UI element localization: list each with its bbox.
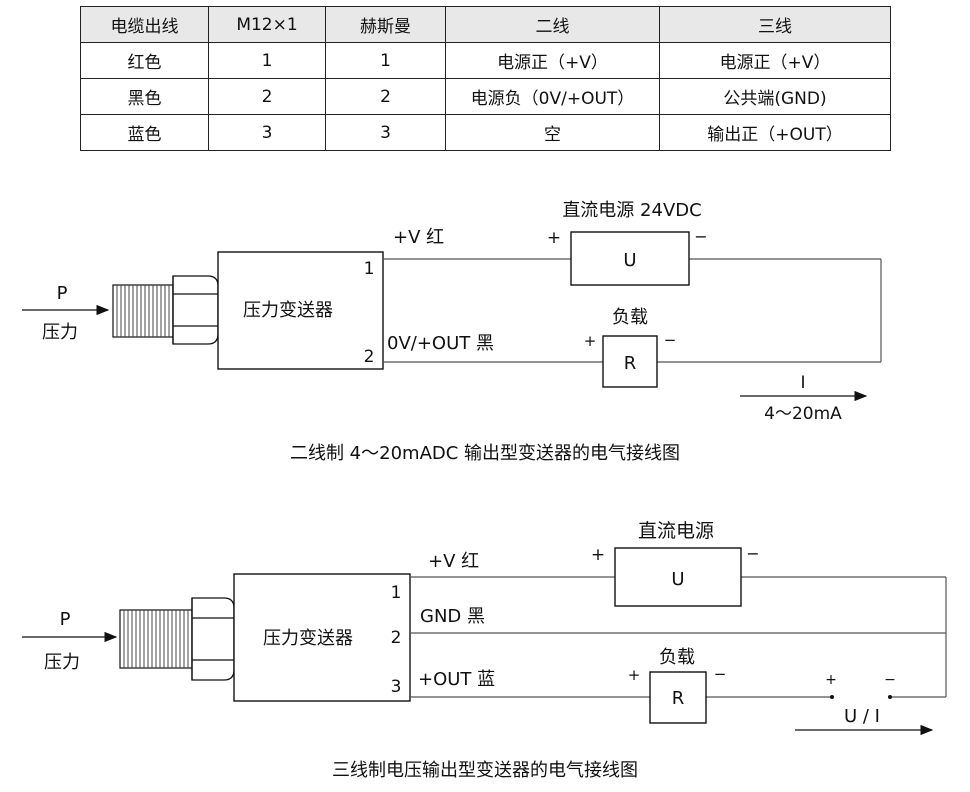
pressure-symbol: P [60,609,71,630]
pin-1: 1 [391,583,402,603]
meter-minus: − [884,672,896,688]
pin-1: 1 [364,259,375,279]
header-hirschmann: 赫斯曼 [325,6,446,43]
pin-2: 2 [391,628,402,648]
table-cell: 电源正（+V） [659,42,891,79]
meter-terminal-plus [830,695,834,699]
table-cell: 3 [325,114,446,151]
load-box [649,671,707,724]
table-cell: 1 [325,42,446,79]
table-cell: 电源负（0V/+OUT） [445,78,660,115]
power-box-label: U [671,569,684,590]
table-row: 红色 1 1 电源正（+V） 电源正（+V） [80,42,891,79]
load-minus: − [664,331,677,349]
wire1-label: +V 红 [393,227,444,248]
load-plus: + [584,332,597,350]
table-cell: 黑色 [80,78,209,115]
header-m12: M12×1 [208,6,326,43]
wire1-label: +V 红 [428,551,479,572]
transmitter-label: 压力变送器 [263,628,353,649]
three-wire-diagram: P 压力 压力变送器 1 2 3 +V 红 GND 黑 +OUT 蓝 [22,520,947,781]
power-label: 直流电源 [638,520,714,542]
load-box [602,335,658,388]
table-cell: 蓝色 [80,114,209,151]
meter-label: U / I [844,706,880,727]
table-row: 黑色 2 2 电源负（0V/+OUT） 公共端(GND) [80,78,891,115]
meter-terminal-minus [888,695,892,699]
transmitter-body [233,573,411,702]
table-row: 蓝色 3 3 空 输出正（+OUT） [80,114,891,151]
table-cell: 公共端(GND) [659,78,891,115]
wiring-table: 电缆出线 M12×1 赫斯曼 二线 三线 红色 1 1 电源正（+V） 电源正（… [80,6,891,151]
current-range: 4～20mA [764,404,842,424]
load-plus: + [628,666,641,684]
threaded-fitting-icon [119,597,235,681]
two-wire-caption: 二线制 4～20mADC 输出型变送器的电气接线图 [290,443,680,464]
table-cell: 2 [208,78,326,115]
pin-3: 3 [391,677,402,697]
load-label: 负载 [612,307,648,328]
current-symbol: I [800,373,805,393]
load-box-label: R [624,353,637,374]
meter-plus: + [825,672,837,688]
power-box-label: U [623,250,636,271]
load-box-label: R [672,688,685,709]
threaded-fitting-icon [112,275,219,345]
table-cell: 1 [208,42,326,79]
power-plus: + [547,228,561,248]
load-minus: − [714,665,727,683]
two-wire-diagram: P 压力 压力变送器 1 2 +V 红 0V/+OUT 黑 直流电源 24VDC… [22,200,882,464]
header-cable: 电缆出线 [80,6,209,43]
power-supply-box [614,547,742,607]
three-wire-caption: 三线制电压输出型变送器的电气接线图 [332,760,638,781]
pressure-label: 压力 [44,652,80,673]
wire2-label: 0V/+OUT 黑 [387,333,494,354]
pressure-label: 压力 [42,322,78,343]
power-supply-box [570,231,690,286]
table-cell: 输出正（+OUT） [659,114,891,151]
power-plus: + [591,545,605,565]
table-cell: 电源正（+V） [445,42,660,79]
transmitter-label: 压力变送器 [243,300,333,321]
pressure-symbol: P [57,283,68,304]
table-cell: 空 [445,114,660,151]
transmitter-body [217,251,384,370]
table-header-row: 电缆出线 M12×1 赫斯曼 二线 三线 [80,6,891,43]
power-minus: − [746,544,759,563]
table-cell: 3 [208,114,326,151]
table-cell: 2 [325,78,446,115]
load-label: 负载 [659,647,695,668]
wire3-label: +OUT 蓝 [418,669,495,690]
wire2-label: GND 黑 [420,606,485,627]
table-cell: 红色 [80,42,209,79]
power-label: 直流电源 24VDC [562,200,701,221]
header-two-wire: 二线 [445,6,660,43]
header-three-wire: 三线 [659,6,891,43]
pin-2: 2 [364,347,375,367]
power-minus: − [694,227,707,246]
